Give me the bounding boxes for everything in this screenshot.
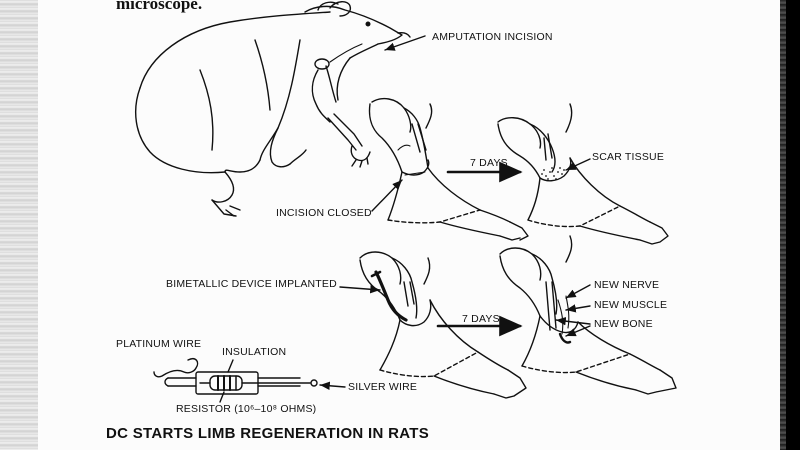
implanted-device — [374, 270, 408, 322]
label-bimetallic-device: BIMETALLIC DEVICE IMPLANTED — [166, 278, 337, 290]
figure-caption: DC STARTS LIMB REGENERATION IN RATS — [106, 425, 429, 442]
new-nerve-pointer — [565, 284, 591, 299]
electrode-device — [153, 358, 318, 395]
limb-regenerated — [499, 235, 677, 395]
scan-left-edge — [0, 0, 38, 450]
new-bone-pointer-1 — [555, 316, 591, 326]
limb-scar-tissue — [497, 103, 669, 245]
new-muscle-pointer — [565, 304, 591, 313]
label-new-bone: NEW BONE — [594, 318, 653, 330]
preceding-text: microscope. — [116, 0, 203, 13]
label-resistor: RESISTOR (10⁶–10⁸ OHMS) — [176, 403, 317, 415]
scar-tissue-pointer — [565, 158, 591, 171]
label-new-nerve: NEW NERVE — [594, 279, 660, 291]
device-pointer — [339, 285, 381, 294]
limb-device-implanted — [359, 251, 527, 399]
amputation-pointer — [384, 35, 426, 51]
scan-right-border-inner — [780, 0, 786, 450]
new-bone-pointer-2 — [565, 325, 591, 337]
label-silver-wire: SILVER WIRE — [348, 381, 418, 393]
scan-right-border — [786, 0, 800, 450]
insulation-pointer — [227, 359, 234, 373]
incision-closed-pointer — [371, 179, 403, 212]
label-seven-days-1: 7 DAYS — [470, 157, 508, 169]
rat-drawing — [135, 1, 411, 217]
label-seven-days-2: 7 DAYS — [462, 313, 500, 325]
limb-incision-closed — [368, 97, 529, 241]
label-new-muscle: NEW MUSCLE — [594, 299, 668, 311]
label-amputation-incision: AMPUTATION INCISION — [432, 31, 553, 43]
label-scar-tissue: SCAR TISSUE — [592, 151, 665, 163]
label-incision-closed: INCISION CLOSED — [276, 207, 372, 219]
silver-wire-pointer — [319, 381, 346, 390]
resistor-pointer — [219, 391, 225, 403]
label-insulation: INSULATION — [222, 346, 287, 358]
label-platinum-wire: PLATINUM WIRE — [116, 338, 202, 350]
scar-tissue-stipple — [541, 167, 565, 180]
